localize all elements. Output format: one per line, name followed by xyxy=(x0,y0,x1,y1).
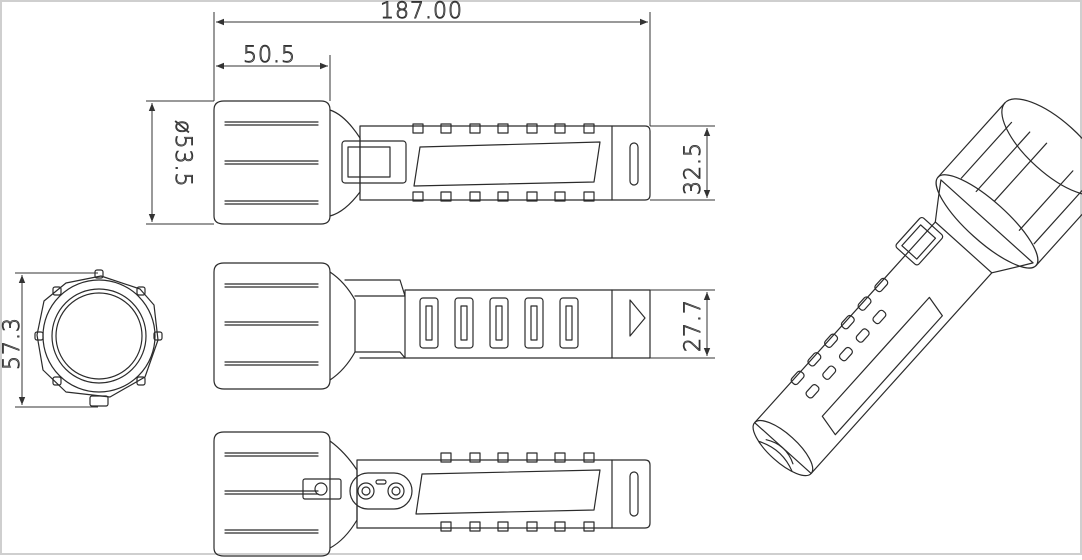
bottom-view-clip xyxy=(302,478,342,500)
front-view xyxy=(34,269,163,407)
dimension-body-height-side-label: 27.7 xyxy=(681,299,706,352)
dimension-body-height-side: 27.7 xyxy=(650,289,715,359)
side-view-tail-cap xyxy=(611,289,651,359)
dimension-head-front-diameter-label: 57.3 xyxy=(0,317,25,370)
front-view-bezel xyxy=(36,275,159,398)
side-view xyxy=(213,262,651,390)
top-view-head xyxy=(213,100,331,225)
dimension-overall-length: 187.00 xyxy=(213,0,651,126)
dimension-overall-length-label: 187.00 xyxy=(380,0,463,24)
side-view-grip-slots xyxy=(419,297,579,349)
top-view-tail-cap xyxy=(611,125,651,201)
bottom-view-grip-ridges xyxy=(440,452,595,532)
bottom-view xyxy=(213,431,651,557)
dimension-head-diameter-label: ø53.5 xyxy=(170,120,195,187)
dimension-body-height-top: 32.5 xyxy=(650,125,715,201)
top-view-switch xyxy=(341,140,407,184)
top-view xyxy=(213,100,651,225)
dimension-head-length-label: 50.5 xyxy=(243,43,296,68)
top-view-grip-panel xyxy=(413,141,601,187)
top-view-grip-ridges xyxy=(412,123,595,202)
bottom-view-charging-port xyxy=(349,472,413,510)
dimension-head-length: 50.5 xyxy=(216,43,331,101)
side-view-head xyxy=(213,262,331,390)
isometric-view xyxy=(752,98,1082,477)
dimension-head-diameter: ø53.5 xyxy=(146,100,214,225)
top-view-body xyxy=(359,125,613,201)
dimension-body-height-top-label: 32.5 xyxy=(681,142,706,195)
dimension-head-front-diameter: 57.3 xyxy=(0,272,98,408)
